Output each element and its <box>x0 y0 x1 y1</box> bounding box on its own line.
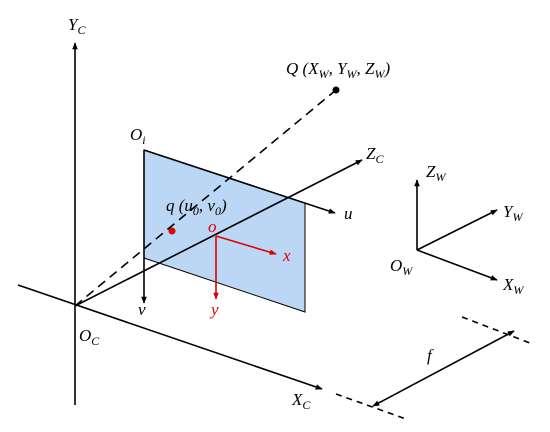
label-xc: XC <box>291 390 311 412</box>
label-f: f <box>427 346 434 365</box>
label-oc: OC <box>79 326 100 348</box>
label-zw: ZW <box>426 162 446 184</box>
label-v: v <box>138 300 146 319</box>
label-Q: Q (XW, YW, ZW) <box>286 59 391 81</box>
label-oi: Oi <box>130 125 146 147</box>
label-yc: YC <box>68 15 86 37</box>
u-axis <box>143 149 336 214</box>
label-u: u <box>344 204 353 223</box>
label-q: q (u0, v0) <box>166 196 227 218</box>
label-y: y <box>209 300 219 319</box>
label-zc: ZC <box>366 144 384 166</box>
label-x: x <box>282 246 291 265</box>
xc-axis <box>17 284 323 390</box>
label-yw: YW <box>503 202 523 224</box>
image-plane <box>143 149 306 313</box>
label-ow: OW <box>390 256 413 278</box>
label-o: o <box>208 217 217 236</box>
yw-axis <box>416 209 498 251</box>
xw-axis <box>416 249 498 281</box>
focal-guide-lower <box>335 393 407 420</box>
label-xw: XW <box>502 275 524 297</box>
focal-length-arrow <box>372 330 515 407</box>
zc-axis <box>74 159 363 307</box>
x-axis-red <box>215 235 277 255</box>
projection-ray <box>74 89 337 307</box>
image-point-q <box>168 227 176 235</box>
focal-guide-upper <box>461 316 531 344</box>
world-point-Q <box>332 86 340 94</box>
